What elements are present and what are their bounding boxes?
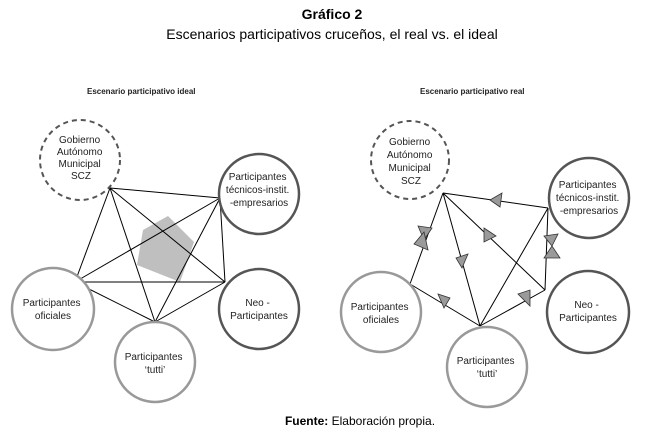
real-node-tutti: Participantes ‘tutti’: [445, 325, 529, 409]
real-node-oficiales: Participantes oficiales: [339, 270, 423, 354]
real-arrow-1: [489, 192, 503, 208]
real-arrow-4: [483, 227, 497, 243]
figure-subtitle: Escenarios participativos cruceños, el r…: [166, 26, 498, 42]
svg-text:Gobierno Autónomo: Gobierno Autónomo Municipal SCZ: [57, 135, 105, 182]
ideal-node-neo: Neo - Participantes: [217, 267, 301, 351]
real-arrow-7: [543, 245, 561, 259]
ideal-central-shade: [137, 216, 194, 282]
real-arrow-8: [517, 289, 531, 307]
svg-text:Participantes técnicos: Participantes técnicos-instit. -empresar…: [556, 180, 622, 217]
real-edge-gob-ofi: [409, 192, 444, 285]
ideal-node-oficiales: Participantes oficiales: [10, 266, 96, 352]
ideal-panel-title: Escenario participativo ideal: [87, 87, 195, 96]
svg-text:Neo - Participantes: Neo - Participantes: [559, 300, 617, 324]
figure-title: Gráfico 2: [301, 6, 363, 22]
real-node-gobierno: Gobierno Autónomo Municipal SCZ: [370, 120, 450, 200]
svg-text:Participantes oficiale: Participantes oficiales: [23, 298, 84, 322]
figure-source: Fuente: Elaboración propia.: [0, 414, 664, 428]
ideal-node-tecnicos: Participantes técnicos-instit. -empresar…: [217, 152, 301, 236]
real-connections: [409, 192, 549, 327]
real-edge-tec-tutti: [479, 207, 549, 327]
svg-text:Gobierno Autónomo: Gobierno Autónomo Municipal SCZ: [387, 137, 435, 187]
real-arrow-6: [543, 233, 559, 247]
source-text: Elaboración propia.: [328, 414, 436, 428]
ideal-edge-gob-tec: [109, 187, 221, 199]
ideal-edge-tec-ofi: [74, 197, 221, 283]
svg-text:Participantes ‘tutti’: Participantes ‘tutti’: [125, 352, 186, 376]
ideal-node-gobierno: Gobierno Autónomo Municipal SCZ: [39, 119, 121, 201]
ideal-connections: [74, 187, 226, 323]
ideal-edge-tec-neo: [219, 197, 226, 283]
real-arrow-5: [455, 253, 469, 269]
real-node-tecnicos: Participantes técnicos-instit. -empresar…: [547, 156, 631, 240]
ideal-edge-tec-tutti: [154, 197, 221, 323]
ideal-panel: Escenario participativo ideal Gobierno A…: [10, 87, 301, 404]
ideal-edge-gob-tutti: [109, 187, 156, 323]
real-arrow-9: [437, 293, 451, 309]
ideal-edge-gob-neo: [109, 187, 226, 283]
real-panel: Escenario participativo real: [339, 87, 631, 409]
real-arrow-2: [417, 225, 433, 241]
real-edge-gob-neo: [442, 192, 546, 291]
ideal-node-tutti: Participantes ‘tutti’: [113, 320, 197, 404]
real-arrow-3: [413, 231, 429, 251]
svg-text:Participantes técnicos: Participantes técnicos-instit. -empresar…: [226, 172, 292, 209]
ideal-edge-neo-tutti: [154, 281, 226, 323]
ideal-edge-gob-ofi: [74, 187, 111, 283]
real-arrowheads: [413, 192, 561, 309]
real-edge-neo-tutti: [479, 289, 546, 327]
real-edge-tec-neo: [544, 207, 549, 291]
source-label: Fuente:: [284, 414, 329, 428]
real-panel-title: Escenario participativo real: [420, 87, 525, 96]
real-node-neo: Neo - Participantes: [545, 269, 631, 355]
svg-text:Participantes ‘tutti’: Participantes ‘tutti’: [457, 356, 518, 380]
svg-text:Neo - Participantes: Neo - Participantes: [230, 298, 288, 322]
svg-text:Participantes oficiale: Participantes oficiales: [351, 302, 412, 326]
